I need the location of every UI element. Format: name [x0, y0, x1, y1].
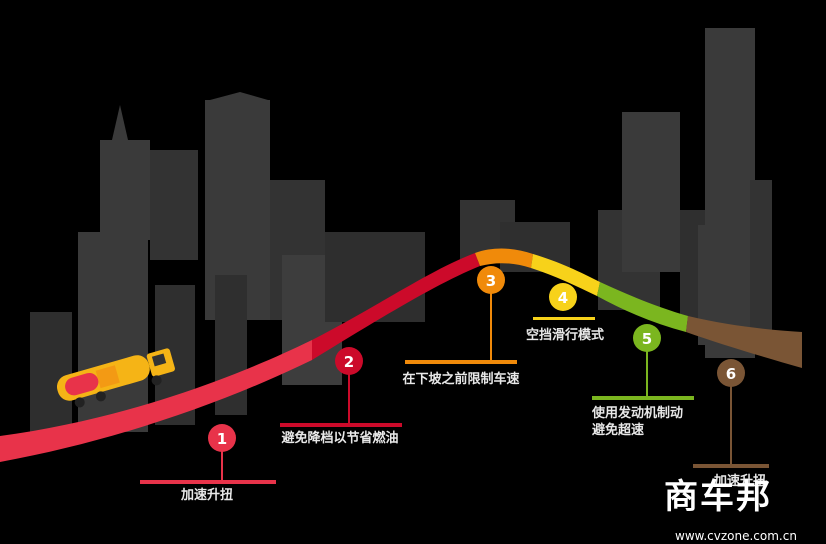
step-2-badge: [335, 347, 363, 375]
step-3-label: 在下坡之前限制车速: [402, 371, 519, 387]
step-6-badge: [717, 359, 745, 387]
road-segment-2: [312, 253, 480, 360]
step-6-label: 加速升扭: [713, 473, 766, 489]
step-3: 3 在下坡之前限制车速: [402, 266, 520, 387]
road-segment-3: [475, 248, 533, 268]
step-4: 4 空挡滑行模式: [526, 283, 604, 343]
step-3-badge: [477, 266, 505, 294]
road-segment-4: [531, 254, 600, 296]
step-1-badge: [208, 424, 236, 452]
road-segment-1: [0, 340, 312, 462]
step-1-number: 1: [217, 430, 227, 448]
step-5-badge: [633, 324, 661, 352]
watermark: 商车邦 www.cvzone.com.cn: [664, 477, 797, 543]
step-5: 5 使用发动机制动 避免超速: [591, 324, 694, 438]
road-segment-5: [597, 282, 688, 332]
step-4-label: 空挡滑行模式: [526, 327, 604, 343]
step-1-label: 加速升扭: [180, 487, 233, 503]
step-2-number: 2: [344, 353, 354, 371]
step-2: 2 避免降档以节省燃油: [280, 347, 402, 446]
road-segment-6: [686, 316, 802, 368]
step-6: 6 加速升扭: [693, 359, 769, 489]
step-6-number: 6: [726, 365, 736, 383]
watermark-brand: 商车邦: [664, 477, 772, 517]
step-4-number: 4: [558, 289, 568, 307]
step-5-label-line2: 避免超速: [592, 422, 644, 438]
watermark-url: www.cvzone.com.cn: [675, 529, 797, 543]
step-4-badge: [549, 283, 577, 311]
tanker-truck-icon: [56, 348, 175, 408]
step-1: 1 加速升扭: [140, 424, 276, 503]
step-5-number: 5: [642, 330, 652, 348]
step-2-label: 避免降档以节省燃油: [281, 430, 398, 446]
hill-road: [0, 248, 802, 462]
step-5-label: 使用发动机制动: [591, 405, 683, 421]
step-3-number: 3: [486, 272, 496, 290]
